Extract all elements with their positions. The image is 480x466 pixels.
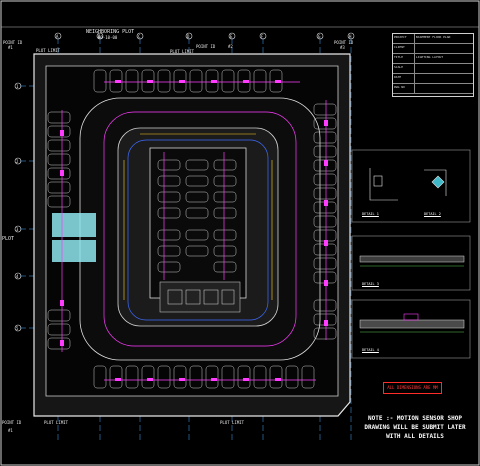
point-id-left-label: POINT ID xyxy=(3,40,23,45)
title-block-value xyxy=(415,64,473,73)
title-block-row: DWG NO xyxy=(393,84,473,94)
title-block-row: CLIENT xyxy=(393,44,473,54)
grid-letter: A xyxy=(56,34,59,39)
plot-limit-label-bottom-mid: PLOT LIMIT xyxy=(220,420,245,425)
motion-sensor-note: NOTE :- MOTION SENSOR SHOP DRAWING WILL … xyxy=(364,415,466,440)
grid-letter: H xyxy=(349,34,352,39)
title-block-key: DATE xyxy=(393,74,415,83)
point-id-bottom-number: #1 xyxy=(8,428,13,433)
grid-letter: G xyxy=(318,34,321,39)
grid-number: 4 xyxy=(16,274,19,279)
title-block-value xyxy=(415,74,473,83)
room-highlight-2 xyxy=(52,240,96,262)
plot-limit-label-bottom: PLOT LIMIT xyxy=(44,420,69,425)
point-id-right-number: #3 xyxy=(340,45,345,50)
grid-letter: C xyxy=(138,34,141,39)
plot-side-label: PLOT xyxy=(2,236,15,242)
title-block-value xyxy=(415,84,473,93)
title-block-value xyxy=(415,44,473,53)
point-id-top-number: #2 xyxy=(228,44,233,49)
detail-caption: DETAIL 3 xyxy=(362,282,379,286)
central-core xyxy=(149,147,247,299)
title-block-key: TITLE xyxy=(393,54,415,63)
room-highlight-1 xyxy=(52,213,96,237)
title-block-key: DWG NO xyxy=(393,84,415,93)
plot-limit-label-top: PLOT LIMIT xyxy=(36,48,61,53)
detail-caption: DETAIL 4 xyxy=(362,348,379,352)
title-block-key: SCALE xyxy=(393,64,415,73)
point-id-bottom-label: POINT ID xyxy=(2,420,22,425)
plot-limit-label-mid: PLOT LIMIT xyxy=(170,49,195,54)
title-block-value: LIGHTING LAYOUT xyxy=(416,55,444,59)
point-id-left-number: #1 xyxy=(8,45,13,50)
detail-caption: DETAIL 2 xyxy=(424,212,441,216)
title-block-row: DATE xyxy=(393,74,473,84)
neighboring-plot-number: 00-10-00 xyxy=(98,35,118,40)
grid-letter: D xyxy=(187,34,190,39)
grid-letter: B xyxy=(98,34,101,39)
point-id-right-label: POINT ID xyxy=(334,40,354,45)
neighboring-plot-label: NEIGHBORING PLOT xyxy=(86,29,135,35)
point-id-top-label: POINT ID xyxy=(196,44,216,49)
grid-letter: E xyxy=(230,34,233,39)
grid-number: 2 xyxy=(16,159,19,164)
grid-number: 3 xyxy=(16,227,19,232)
grid-number: 1 xyxy=(16,84,19,89)
dimensions-note: ALL DIMENSIONS ARE MM xyxy=(383,382,442,394)
grid-number: 5 xyxy=(16,326,19,331)
title-block-row: SCALE xyxy=(393,64,473,74)
grid-letter: F xyxy=(261,34,264,39)
title-block-value: BASEMENT FLOOR PLAN xyxy=(416,35,451,39)
title-block-key: CLIENT xyxy=(393,44,415,53)
lighting-circuits xyxy=(61,81,327,381)
title-block-key: PROJECT xyxy=(393,34,415,43)
detail-caption: DETAIL 1 xyxy=(362,212,379,216)
